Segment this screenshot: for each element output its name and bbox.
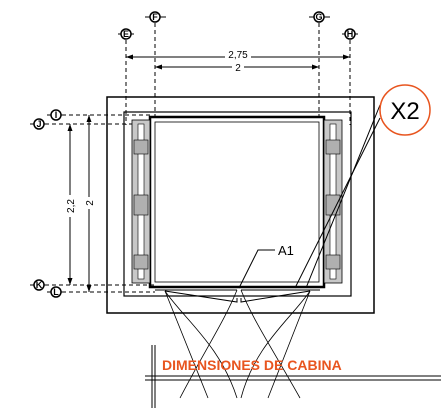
door-sill bbox=[155, 289, 320, 303]
shaft-inner-wall bbox=[123, 111, 352, 297]
height-dimension-outer: 2,2 bbox=[63, 124, 77, 285]
grid-bubble-g: G bbox=[309, 11, 330, 23]
grid-bubble-e: E bbox=[118, 28, 134, 40]
cabin-outline bbox=[148, 115, 326, 289]
grid-label-e: E bbox=[123, 29, 129, 39]
grid-label-i: I bbox=[55, 110, 58, 120]
height-dimension-inner: 2 bbox=[83, 115, 96, 292]
grid-label-l: L bbox=[53, 287, 59, 297]
grid-bubble-j: J bbox=[30, 118, 46, 130]
width-dimension-inner: 2 bbox=[155, 62, 319, 74]
height-inner-label: 2 bbox=[85, 200, 96, 206]
a1-callout: A1 bbox=[238, 243, 294, 289]
grid-label-g: G bbox=[315, 12, 322, 22]
grid-bubble-k: K bbox=[30, 279, 46, 291]
door-swing-curves bbox=[164, 289, 311, 399]
x2-ring bbox=[379, 84, 431, 136]
grid-label-k: K bbox=[36, 280, 43, 290]
shaft-outer-wall bbox=[106, 96, 375, 314]
height-outer-label: 2,2 bbox=[66, 199, 77, 213]
a1-label: A1 bbox=[278, 243, 294, 258]
grid-bubble-h: H bbox=[342, 28, 358, 40]
grid-bubble-f: F bbox=[145, 11, 166, 23]
width-outer-label: 2,75 bbox=[228, 50, 248, 61]
grid-label-h: H bbox=[347, 29, 354, 39]
x2-label: X2 bbox=[390, 98, 419, 125]
title-block-lines bbox=[145, 345, 441, 408]
left-guide-rail bbox=[131, 119, 151, 284]
width-dimension-outer: 2,75 bbox=[126, 49, 350, 61]
grid-label-f: F bbox=[152, 12, 158, 22]
x2-callout: X2 bbox=[294, 84, 431, 289]
page-title: DIMENSIONES DE CABINA bbox=[162, 357, 342, 373]
grid-label-j: J bbox=[36, 119, 41, 129]
vertical-grid-lines bbox=[125, 23, 351, 125]
right-guide-rail bbox=[323, 119, 343, 284]
grid-bubble-l: L bbox=[47, 286, 63, 298]
width-inner-label: 2 bbox=[235, 63, 241, 74]
cabin-inner-outline bbox=[154, 121, 320, 283]
grid-bubble-i: I bbox=[47, 109, 63, 121]
